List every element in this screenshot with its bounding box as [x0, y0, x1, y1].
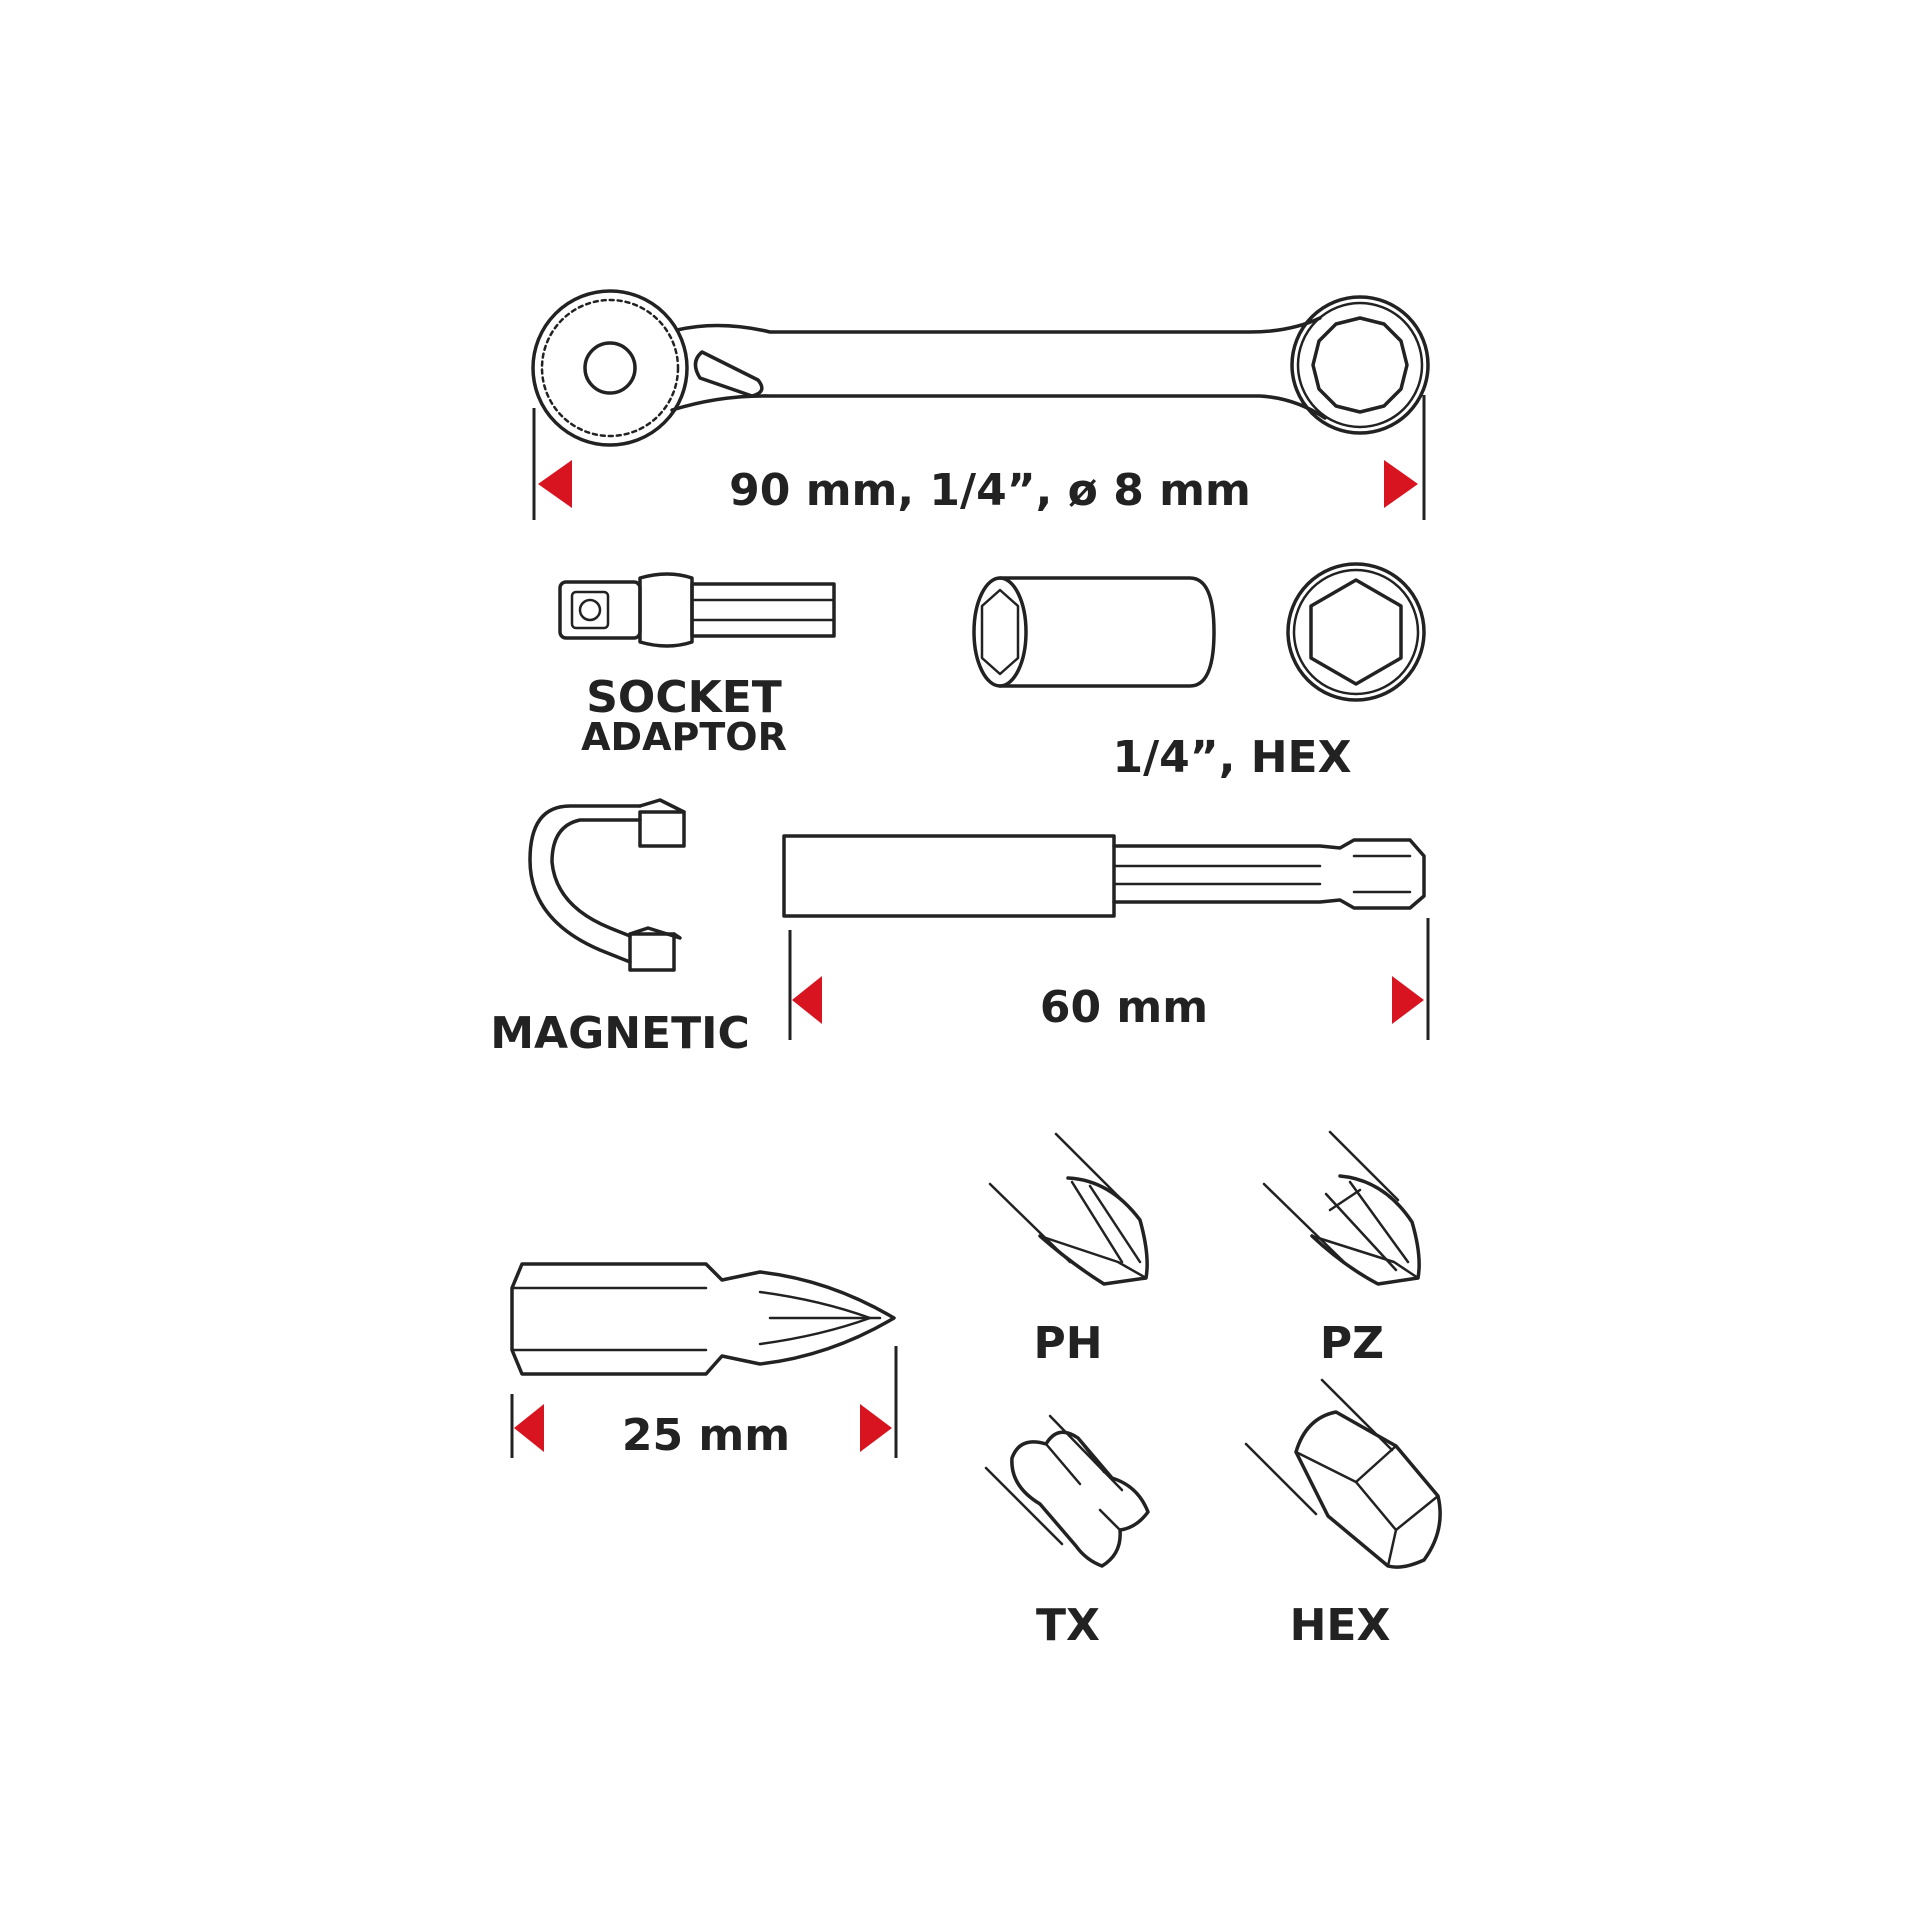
ratchet-dimension-label: 90 mm, 1/4”, ø 8 mm	[729, 465, 1251, 516]
bit-holder-dimension-label: 60 mm	[1040, 982, 1208, 1033]
bit-arrow-left	[514, 1404, 544, 1452]
socket-adaptor-label-line2: ADAPTOR	[581, 715, 787, 759]
socket-label: 1/4”, HEX	[1112, 732, 1351, 783]
socket-adaptor-icon	[558, 572, 836, 648]
bit-holder-icon	[782, 834, 1426, 918]
hex-tip-icon	[1244, 1378, 1442, 1569]
phillips-tip-icon	[988, 1132, 1149, 1286]
ratchet-dimension: 90 mm, 1/4”, ø 8 mm	[532, 395, 1426, 520]
bit-holder-dimension: 60 mm	[788, 918, 1430, 1040]
bit-dimension: 25 mm	[510, 1346, 898, 1461]
socket-adaptor-label-line1: SOCKET	[586, 672, 782, 723]
socket-end-hex-icon	[1286, 562, 1426, 702]
ratchet-wrench-icon	[531, 289, 1430, 447]
bit-type-label-ph: PH	[1033, 1318, 1102, 1369]
magnetic-holder-icon	[528, 798, 686, 972]
ratchet-arrow-right	[1384, 460, 1418, 508]
bit-type-label-hex: HEX	[1290, 1600, 1391, 1651]
bit-holder-arrow-right	[1392, 976, 1424, 1024]
socket-side-icon	[972, 576, 1216, 688]
bit-type-label-pz: PZ	[1320, 1318, 1384, 1369]
pozidriv-tip-icon	[1262, 1130, 1421, 1286]
ratchet-arrow-left	[538, 460, 572, 508]
bit-holder-arrow-left	[792, 976, 822, 1024]
bit-type-label-tx: TX	[1036, 1600, 1100, 1651]
bit-dimension-label: 25 mm	[622, 1410, 790, 1461]
bit-arrow-right	[860, 1404, 892, 1452]
magnetic-label: MAGNETIC	[490, 1008, 750, 1059]
torx-tip-icon	[984, 1414, 1150, 1568]
screwdriver-bit-icon	[510, 1262, 896, 1376]
